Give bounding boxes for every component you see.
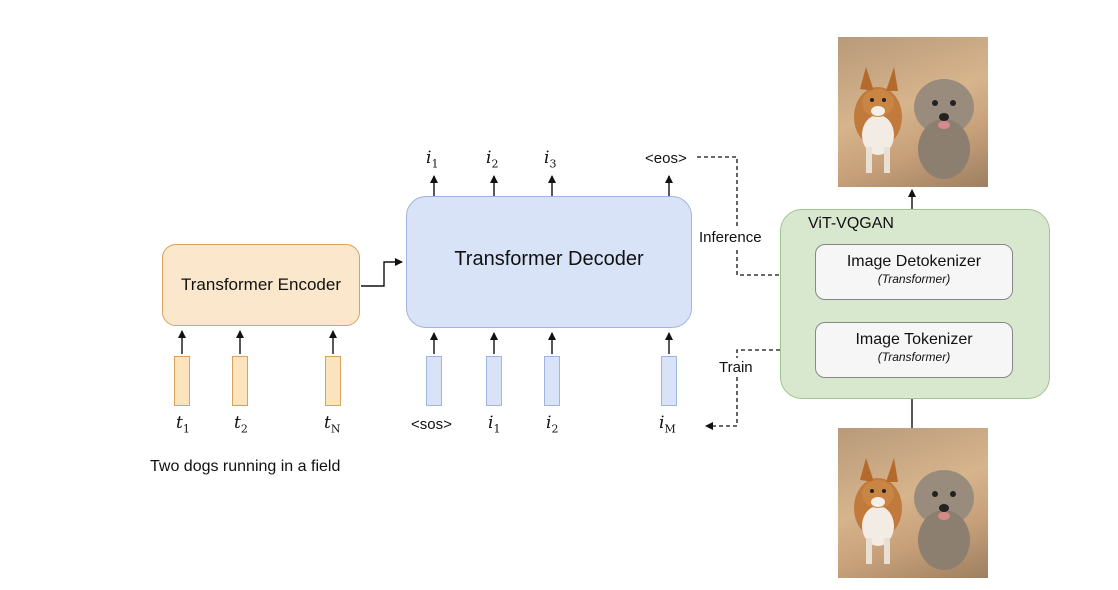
decoder-input-label: i1 bbox=[488, 413, 501, 436]
inference-label: Inference bbox=[697, 228, 764, 247]
encoder-text-token bbox=[232, 356, 248, 406]
image-tokenizer-box: Image Tokenizer (Transformer) bbox=[815, 322, 1013, 378]
input-caption: Two dogs running in a field bbox=[150, 458, 341, 475]
inference-dashed-arrow bbox=[697, 156, 812, 279]
encoder-to-decoder-arrow bbox=[361, 258, 403, 287]
encoder-text-token bbox=[325, 356, 341, 406]
decoder-input-label: i2 bbox=[546, 413, 559, 436]
image-detokenizer-subtitle: (Transformer) bbox=[877, 272, 951, 286]
sos-token-label: <sos> bbox=[411, 416, 452, 433]
vit-vqgan-title: ViT-VQGAN bbox=[808, 215, 894, 232]
train-label: Train bbox=[717, 358, 755, 377]
transformer-encoder-label: Transformer Encoder bbox=[181, 275, 341, 294]
input-dog-image bbox=[838, 428, 988, 578]
decoder-output-label: i1 bbox=[426, 148, 439, 171]
transformer-decoder-box: Transformer Decoder bbox=[406, 196, 692, 328]
decoder-input-label: iM bbox=[659, 413, 676, 436]
decoder-output-label: i2 bbox=[486, 148, 499, 171]
encoder-token-label: t1 bbox=[176, 413, 190, 436]
encoder-token-label: tN bbox=[324, 413, 341, 436]
decoder-input-token bbox=[426, 356, 442, 406]
image-tokenizer-subtitle: (Transformer) bbox=[877, 350, 951, 364]
decoder-input-token bbox=[661, 356, 677, 406]
encoder-token-label: t2 bbox=[234, 413, 248, 436]
train-dashed-arrow bbox=[705, 349, 815, 430]
decoder-input-token bbox=[486, 356, 502, 406]
decoder-output-label: i3 bbox=[544, 148, 557, 171]
eos-token-label: <eos> bbox=[645, 150, 687, 167]
transformer-encoder-box: Transformer Encoder bbox=[162, 244, 360, 326]
transformer-decoder-label: Transformer Decoder bbox=[454, 247, 644, 270]
image-tokenizer-title: Image Tokenizer bbox=[855, 331, 973, 348]
decoder-input-token bbox=[544, 356, 560, 406]
image-detokenizer-box: Image Detokenizer (Transformer) bbox=[815, 244, 1013, 300]
image-detokenizer-title: Image Detokenizer bbox=[846, 253, 982, 270]
encoder-text-token bbox=[174, 356, 190, 406]
output-dog-image bbox=[838, 37, 988, 187]
